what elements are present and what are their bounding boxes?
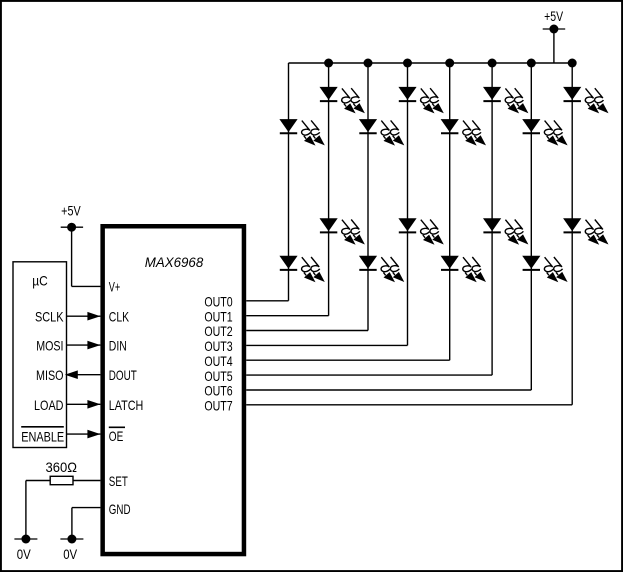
svg-text:DIN: DIN bbox=[109, 339, 127, 354]
svg-text:OUT7: OUT7 bbox=[204, 399, 232, 414]
svg-text:MOSI: MOSI bbox=[36, 339, 63, 354]
svg-text:OUT1: OUT1 bbox=[204, 309, 232, 324]
svg-text:0V: 0V bbox=[63, 547, 77, 562]
svg-text:OE: OE bbox=[109, 429, 124, 444]
svg-text:DOUT: DOUT bbox=[109, 368, 137, 383]
svg-text:V+: V+ bbox=[109, 279, 121, 294]
svg-text:SCLK: SCLK bbox=[35, 310, 64, 325]
svg-text:+5V: +5V bbox=[61, 204, 81, 219]
svg-text:LATCH: LATCH bbox=[109, 398, 144, 413]
svg-text:OUT6: OUT6 bbox=[204, 384, 232, 399]
svg-text:LOAD: LOAD bbox=[34, 398, 64, 413]
svg-text:SET: SET bbox=[109, 474, 128, 489]
svg-text:+5V: +5V bbox=[544, 9, 563, 24]
svg-text:µC: µC bbox=[32, 274, 48, 289]
svg-text:MISO: MISO bbox=[36, 368, 64, 383]
svg-text:360Ω: 360Ω bbox=[45, 460, 77, 475]
svg-text:GND: GND bbox=[109, 502, 131, 517]
svg-text:OUT5: OUT5 bbox=[204, 369, 232, 384]
svg-text:MAX6968: MAX6968 bbox=[145, 254, 204, 270]
svg-text:0V: 0V bbox=[17, 547, 31, 562]
svg-text:OUT2: OUT2 bbox=[204, 324, 232, 339]
svg-text:OUT3: OUT3 bbox=[204, 339, 232, 354]
svg-text:ENABLE: ENABLE bbox=[21, 430, 64, 445]
svg-text:OUT0: OUT0 bbox=[204, 295, 233, 310]
svg-text:CLK: CLK bbox=[109, 310, 129, 325]
svg-text:OUT4: OUT4 bbox=[204, 354, 233, 369]
